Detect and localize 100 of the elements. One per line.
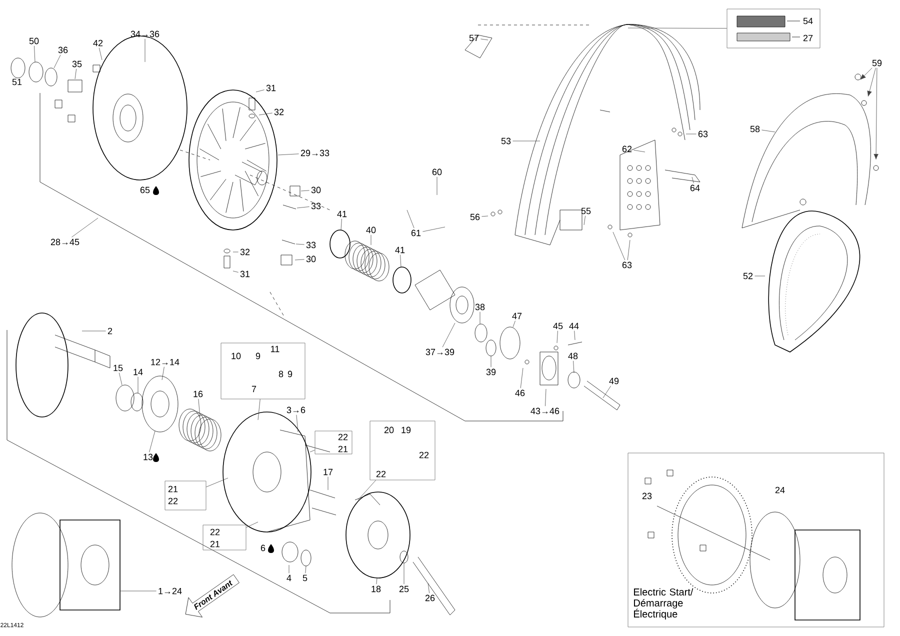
callout-number: 9 [288,370,292,378]
leader-line [118,372,122,386]
callout-number: 27 [803,34,813,42]
leader-line [278,154,299,156]
leader-line [422,226,446,232]
callout-number: 53 [501,138,511,144]
callout-number: 30 [311,186,321,194]
callout-number: 23 [642,492,652,500]
callout-number: 17 [324,468,333,476]
callout-number: 21 [210,540,220,548]
callout-box [628,452,884,628]
leader-line [98,48,102,60]
callout-number: 56 [470,214,480,220]
leader-line [310,450,315,452]
leader-line [556,330,558,344]
callout-number: 50 [29,38,39,44]
callout-number: 40 [366,226,376,234]
callout-number: 11 [271,346,280,352]
callout-box [726,8,820,48]
callout-number: 51 [12,78,22,86]
leader-line [82,330,106,332]
callout-number: 36 [58,46,68,54]
leader-line [54,54,61,68]
leader-line [436,176,438,196]
leader-line [358,480,376,500]
callout-number: 2 [108,328,112,334]
leader-line [198,398,200,418]
callout-number: 12→14 [151,358,180,366]
leader-line [340,218,342,230]
leader-line [256,90,264,92]
callout-number: 64 [690,184,700,192]
leader-line [149,430,156,452]
callout-box [220,342,306,400]
callout-number: 47 [512,312,522,320]
callout-number: 1→24 [158,588,182,594]
callout-box [202,524,246,550]
callout-number: 57 [469,34,479,42]
callout-number: 22 [419,452,429,458]
callout-number: 14 [134,368,143,376]
callout-number: 22 [376,470,386,478]
leader-line [480,38,488,40]
callout-number: 25 [399,586,409,592]
callout-number: 48 [568,352,578,360]
callout-number: 20 [384,426,394,434]
callout-number: 22 [338,434,348,440]
callout-number: 59 [872,60,882,66]
leader-line [860,68,872,80]
callout-number: 37→39 [426,348,454,356]
callout-number: 26 [425,594,435,602]
callout-number: 21 [168,486,178,492]
leader-line [34,46,36,62]
leader-line [520,368,524,388]
callout-number: 22 [210,528,220,536]
callout-box [314,430,352,454]
callout-number: 34→36 [130,30,160,38]
leader-line [258,399,260,420]
callout-number: 9 [256,352,260,360]
leader-line [442,322,456,348]
leader-line [305,566,306,574]
callout-number: 41 [337,210,347,218]
leader-line [74,68,77,80]
leader-line [612,232,626,260]
callout-number: 33 [311,202,321,210]
leader-line [762,130,776,132]
callout-number: 31 [266,84,276,92]
callout-number: 19 [402,426,411,434]
callout-number: 31 [240,270,250,278]
leader-line [296,206,310,208]
callout-number: 49 [609,378,619,384]
callout-number: 60 [432,168,442,176]
leader-line [72,218,98,238]
leader-line [288,564,290,574]
callout-number: 4 [286,574,292,582]
leader-line [573,360,574,374]
callout-number: 32 [274,108,284,116]
callout-number: 33 [306,242,316,248]
callout-number: 7 [252,386,256,392]
leader-line [867,68,876,96]
callout-number: 43→46 [530,408,560,414]
callout-number: 21 [338,446,348,452]
leader-line [258,112,272,116]
leader-line [512,320,516,328]
callout-number: 45 [553,322,563,330]
leader-line [246,522,258,528]
leader-line [300,190,310,192]
callout-number: 5 [302,574,308,582]
leader-line [512,140,540,142]
callout-number: 15 [114,364,123,372]
callout-number: 52 [743,272,753,280]
callout-number: 24 [775,486,785,494]
callout-number: 54 [803,18,813,24]
callout-box [370,420,436,480]
leader-line [874,68,878,160]
leader-line [144,38,146,62]
leader-line [294,259,304,260]
leader-line [482,216,488,217]
leader-line [545,388,546,406]
callout-number: 63 [622,262,632,268]
callout-number: 44 [569,322,579,330]
callout-number: 46 [515,390,525,396]
